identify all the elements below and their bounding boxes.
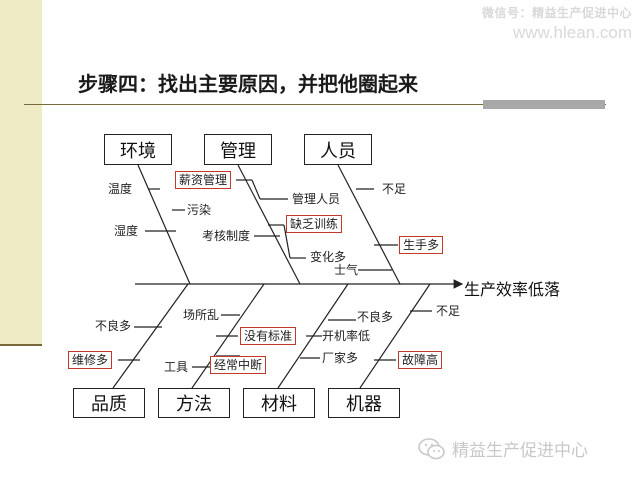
- category-method: 方法: [158, 388, 230, 418]
- cause-temperature: 温度: [108, 182, 133, 196]
- cause-pollution: 污染: [187, 203, 212, 217]
- category-machine: 机器: [328, 388, 400, 418]
- cause-insufficient-staff: 不足: [382, 182, 407, 196]
- effect-label: 生产效率低落: [464, 280, 561, 299]
- category-environment: 环境: [104, 134, 172, 165]
- category-management: 管理: [204, 134, 272, 165]
- bone-environment: [137, 164, 191, 285]
- cause-morale: 士气: [334, 263, 359, 277]
- cause-salary-management: 薪资管理: [175, 171, 232, 189]
- cause-many-defects-quality: 不良多: [95, 319, 132, 333]
- watermark-bottom-text: 精益生产促进中心: [452, 441, 588, 461]
- cause-low-uptime: 开机率低: [322, 329, 371, 343]
- cause-many-novices: 生手多: [399, 236, 444, 254]
- cause-no-standards: 没有标准: [240, 327, 297, 345]
- watermark-url: www.hlean.com: [512, 23, 632, 42]
- category-quality: 品质: [73, 388, 145, 418]
- wechat-icon: [418, 437, 445, 459]
- watermark-bottom: 精益生产促进中心: [418, 436, 588, 461]
- cause-many-repairs: 维修多: [68, 351, 113, 369]
- cause-assessment-system: 考核制度: [202, 229, 251, 243]
- cause-lack-of-training: 缺乏训练: [286, 215, 343, 233]
- watermark-top: 微信号：精益生产促进中心 www.hlean.com: [482, 4, 632, 43]
- cause-management-staff: 管理人员: [292, 192, 341, 206]
- title-accent-bar: [483, 100, 605, 109]
- cause-humidity: 湿度: [114, 224, 139, 238]
- cause-tools: 工具: [164, 360, 189, 374]
- page-title: 步骤四：找出主要原因，并把他圈起来: [78, 72, 418, 96]
- cause-many-defects-material: 不良多: [357, 310, 394, 324]
- category-material: 材料: [243, 388, 315, 418]
- bone-quality: [112, 283, 189, 389]
- cause-many-vendors: 厂家多: [322, 351, 359, 365]
- cause-high-failure: 故障高: [398, 351, 443, 369]
- cause-many-changes: 变化多: [310, 250, 347, 264]
- title-underline: [24, 104, 606, 105]
- sidebar-divider: [0, 344, 42, 346]
- cause-insufficient-machines: 不足: [436, 304, 461, 318]
- bone-machine: [359, 283, 431, 389]
- bone-personnel: [337, 164, 401, 285]
- cause-messy-site: 场所乱: [183, 308, 220, 322]
- left-sidebar-band: [0, 0, 42, 344]
- cause-frequent-interruption: 经常中断: [210, 356, 267, 374]
- watermark-wechat-id: 微信号：精益生产促进中心: [481, 6, 632, 20]
- category-personnel: 人员: [304, 134, 372, 165]
